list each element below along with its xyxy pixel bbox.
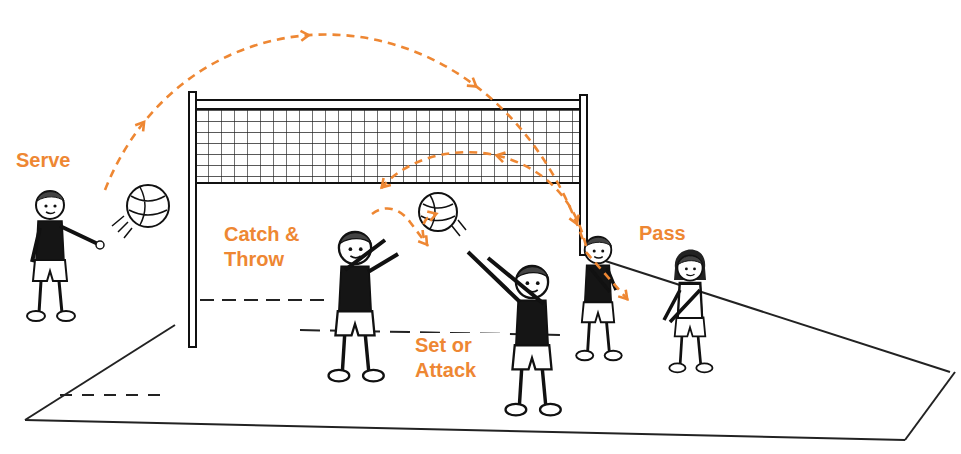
volleyball xyxy=(129,187,167,225)
ball-path xyxy=(372,208,428,246)
volleyball xyxy=(112,216,132,238)
ball-path xyxy=(105,35,628,300)
pass-kid xyxy=(590,268,616,292)
volleyball-net xyxy=(189,92,196,347)
ball-path xyxy=(105,35,583,240)
ball-path-arrow xyxy=(467,78,479,91)
volleyball xyxy=(112,185,169,238)
ball-path-arrow xyxy=(427,209,438,221)
step-label: Serve xyxy=(14,148,73,173)
server-kid xyxy=(96,241,104,249)
server-kid xyxy=(27,191,104,321)
ball-path-arrow xyxy=(135,30,631,302)
ball-path xyxy=(378,152,586,246)
volleyball-net xyxy=(196,108,580,183)
court-lines xyxy=(200,299,330,301)
pass-kid xyxy=(576,237,622,361)
setter-kid xyxy=(468,252,544,304)
volleyball xyxy=(452,220,466,236)
catch-kid xyxy=(329,232,398,382)
ball-path-arrow xyxy=(618,290,631,303)
server-kid xyxy=(32,226,98,262)
ball-path-arrow xyxy=(378,178,391,191)
setter-kid xyxy=(506,266,561,416)
volleyball xyxy=(419,193,466,236)
ball-path-arrow xyxy=(300,30,309,41)
ball-path-arrow xyxy=(495,151,505,163)
step-label: Set or Attack xyxy=(413,333,503,383)
catch-kid xyxy=(345,240,398,272)
ball-path xyxy=(586,252,628,300)
catch-kid xyxy=(329,232,384,382)
girl-player xyxy=(664,290,700,322)
ball-path-arrow xyxy=(418,235,431,247)
court-lines xyxy=(25,258,955,440)
court-lines xyxy=(905,372,955,440)
volleyball xyxy=(127,185,169,227)
step-label: Pass xyxy=(637,221,688,246)
court-lines xyxy=(25,420,905,440)
volleyball xyxy=(421,195,455,229)
volleyball-net xyxy=(196,100,580,109)
court-lines xyxy=(60,394,160,396)
pass-kid xyxy=(576,237,622,361)
step-label: Catch & Throw xyxy=(222,222,318,272)
girl-player xyxy=(664,250,713,373)
ball-path-arrow xyxy=(569,215,581,226)
court-lines xyxy=(596,258,950,372)
volleyball xyxy=(419,193,457,231)
court-lines xyxy=(25,325,175,420)
ball-path-arrow xyxy=(135,119,148,131)
